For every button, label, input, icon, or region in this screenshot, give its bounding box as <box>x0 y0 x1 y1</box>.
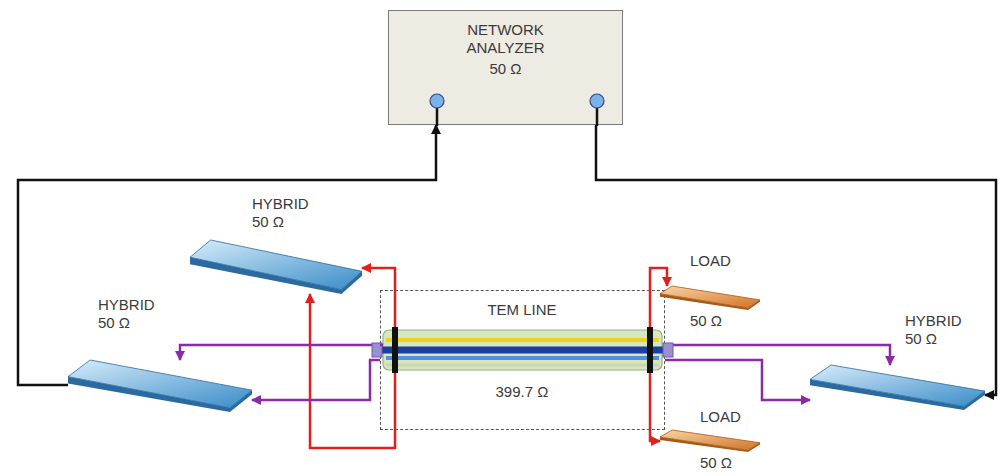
signal-connector <box>252 360 380 400</box>
plate-face <box>190 240 362 290</box>
plate-face <box>660 430 760 450</box>
label-text: LOAD <box>690 252 731 270</box>
hybrid-coupler: HYBRID50 Ω <box>810 312 985 410</box>
load-termination-shape <box>660 286 760 310</box>
strip-conductor <box>386 338 659 342</box>
label-text: HYBRID <box>905 312 962 330</box>
hybrid-coupler-shape <box>190 240 362 294</box>
purple-lead <box>380 343 383 346</box>
red-lead <box>393 290 396 330</box>
hybrid-coupler: HYBRID50 Ω <box>190 195 362 294</box>
signal-connector <box>362 268 395 290</box>
signal-connector <box>18 125 436 385</box>
load-termination: LOAD50 Ω <box>660 252 760 310</box>
hybrid-coupler-shape <box>810 365 985 410</box>
label-text: 50 Ω <box>690 312 722 330</box>
port-lead <box>596 107 599 126</box>
load-termination-shape <box>660 430 760 452</box>
label-text: 50 Ω <box>700 454 732 472</box>
label-text: 399.7 Ω <box>496 383 549 401</box>
port-connector <box>663 343 673 357</box>
signal-connector <box>310 294 395 448</box>
port-connector <box>372 343 382 357</box>
port-circle <box>590 94 604 108</box>
red-lead <box>393 370 396 430</box>
center-conductor <box>380 346 665 353</box>
label-text: 50 Ω <box>252 213 284 231</box>
label-text: 50 Ω <box>98 314 130 332</box>
label-text: NETWORK ANALYZER <box>446 21 566 57</box>
end-cap <box>392 327 398 373</box>
strip-conductor <box>386 363 659 366</box>
end-cap <box>647 327 653 373</box>
red-lead <box>648 370 651 430</box>
red-lead <box>648 290 651 330</box>
label-text: 50 Ω <box>905 330 937 348</box>
hybrid-coupler-shape <box>68 360 252 412</box>
plate-face <box>810 365 985 406</box>
plate-face <box>660 286 760 308</box>
signal-connector <box>650 430 660 441</box>
load-termination: LOAD50 Ω <box>660 408 760 452</box>
signal-connector <box>665 360 810 400</box>
tem-line-box: TEM LINE 399.7 Ω <box>380 290 665 430</box>
label-text: TEM LINE <box>487 301 556 319</box>
label-text: LOAD <box>700 408 741 426</box>
port-circle <box>430 94 444 108</box>
label-text: HYBRID <box>252 195 309 213</box>
signal-connector <box>665 345 890 365</box>
label-text: 50 Ω <box>446 60 566 78</box>
plate-face <box>68 360 252 408</box>
label-text: HYBRID <box>98 296 155 314</box>
network-analyzer-box: NETWORK ANALYZER 50 Ω <box>388 10 623 125</box>
signal-connector <box>180 345 380 360</box>
signal-connector <box>650 268 667 290</box>
port-lead <box>436 107 439 126</box>
hybrid-coupler: HYBRID50 Ω <box>68 296 252 412</box>
strip-conductor <box>386 356 659 360</box>
